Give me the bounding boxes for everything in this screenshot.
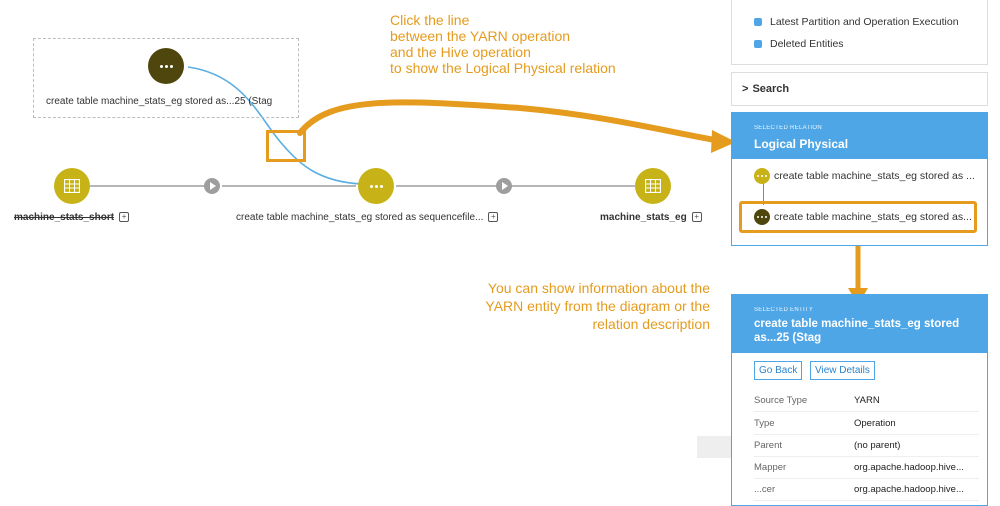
relation-caption: SELECTED RELATION xyxy=(754,125,823,131)
hive-operation-group xyxy=(33,38,299,118)
entity-caption: SELECTED ENTITY xyxy=(754,307,814,313)
play-icon xyxy=(496,178,512,194)
expand-icon[interactable]: + xyxy=(119,212,130,223)
source-table-node[interactable] xyxy=(54,168,90,204)
target-table-label: machine_stats_eg+ xyxy=(600,212,702,223)
go-back-button[interactable]: Go Back xyxy=(754,361,803,380)
filter-deleted[interactable]: Deleted Entities xyxy=(754,38,844,50)
entity-panel: SELECTED ENTITY create table machine_sta… xyxy=(731,294,988,506)
play-icon xyxy=(204,178,220,194)
relation-panel: SELECTED RELATION Logical Physical creat… xyxy=(731,112,988,246)
relation-item-hive[interactable]: create table machine_stats_eg stored as … xyxy=(754,168,975,184)
target-table-node[interactable] xyxy=(635,168,671,204)
filters-panel: Latest Partition and Operation Execution… xyxy=(731,0,988,65)
yarn-operation-label: create table machine_stats_eg stored as … xyxy=(236,212,499,223)
view-details-button[interactable]: View Details xyxy=(810,361,875,380)
hive-operation-node[interactable] xyxy=(148,48,184,84)
table-icon xyxy=(64,179,80,193)
entity-title: create table machine_stats_eg stored as.… xyxy=(754,318,960,344)
hive-operation-label: create table machine_stats_eg stored as.… xyxy=(46,96,273,107)
logical-physical-link xyxy=(187,66,363,185)
more-icon xyxy=(754,209,770,225)
more-icon xyxy=(754,168,770,184)
relation-item-yarn[interactable]: create table machine_stats_eg stored as.… xyxy=(739,201,977,233)
checkbox-checked-icon[interactable] xyxy=(754,40,762,49)
table-icon xyxy=(645,179,661,193)
click-annotation: Click the line between the YARN operatio… xyxy=(390,12,616,76)
relation-title: Logical Physical xyxy=(754,137,849,151)
search-panel[interactable]: >Search xyxy=(731,72,988,106)
source-table-label: machine_stats_short+ xyxy=(14,212,130,223)
link-highlight xyxy=(266,130,306,162)
expand-icon[interactable]: + xyxy=(488,212,499,223)
more-icon xyxy=(369,184,383,188)
filter-latest[interactable]: Latest Partition and Operation Execution xyxy=(754,16,959,28)
prop-row: Parent(no parent) xyxy=(754,434,979,457)
more-icon xyxy=(159,64,173,68)
checkbox-checked-icon[interactable] xyxy=(754,18,762,27)
yarn-operation-node[interactable] xyxy=(358,168,394,204)
chevron-right-icon: > xyxy=(742,83,749,95)
background-strip xyxy=(697,436,731,458)
expand-icon[interactable]: + xyxy=(691,212,702,223)
info-annotation: You can show information about the YARN … xyxy=(485,280,710,332)
